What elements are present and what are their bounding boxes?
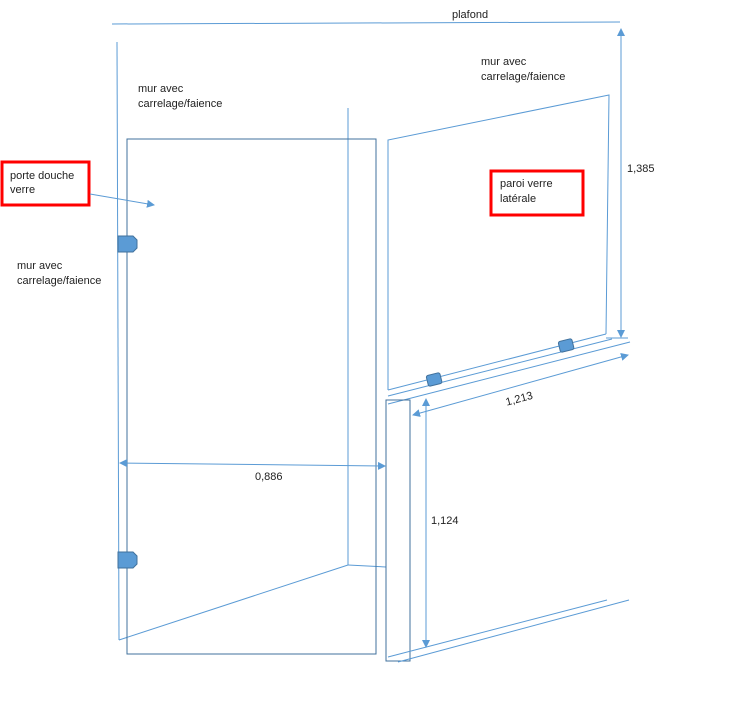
floor-line-2 <box>347 564 387 568</box>
ceiling-label: plafond <box>452 9 488 21</box>
panel-rail-3 <box>387 341 631 405</box>
dimension-door-width: 0,886 <box>255 471 283 483</box>
panel-callout-box <box>489 169 585 217</box>
left-wall-line <box>116 41 120 641</box>
floor-line-right-2 <box>397 599 630 663</box>
panel-bottom-rail <box>387 333 607 391</box>
dimension-panel-length: 1,213 <box>504 390 534 409</box>
wall-right-label-1: mur avec <box>481 56 527 68</box>
door-callout-line-2: verre <box>10 184 35 196</box>
wall-right-label-2: carrelage/faience <box>481 71 565 83</box>
floor-line-right-1 <box>387 599 608 658</box>
floor-line <box>118 564 349 641</box>
hinge-top <box>117 235 138 253</box>
wall-left-label-1: mur avec <box>17 260 63 272</box>
panel-bracket-2 <box>557 338 575 353</box>
dimension-panel-height: 1,385 <box>627 163 655 175</box>
dimension-post-height: 1,124 <box>431 515 459 527</box>
wall-top-label-2: carrelage/faience <box>138 98 222 110</box>
door-callout-line-1: porte douche <box>10 170 74 182</box>
shower-door <box>126 138 377 655</box>
ceiling-line <box>111 21 621 25</box>
panel-bracket-1 <box>425 372 443 387</box>
dimension-arrow-width <box>119 459 386 470</box>
panel-rail-2 <box>387 338 613 397</box>
wall-top-label-1: mur avec <box>138 83 184 95</box>
dimension-arrow-length <box>412 353 629 417</box>
door-callout-arrow <box>89 193 155 208</box>
panel-callout-line-1: paroi verre <box>500 178 553 190</box>
hinge-bottom <box>117 551 138 569</box>
post <box>385 399 411 662</box>
panel-callout-line-2: latérale <box>500 193 536 205</box>
door-callout-box <box>0 160 91 207</box>
side-glass-panel <box>387 94 610 390</box>
wall-left-label-2: carrelage/faience <box>17 275 101 287</box>
